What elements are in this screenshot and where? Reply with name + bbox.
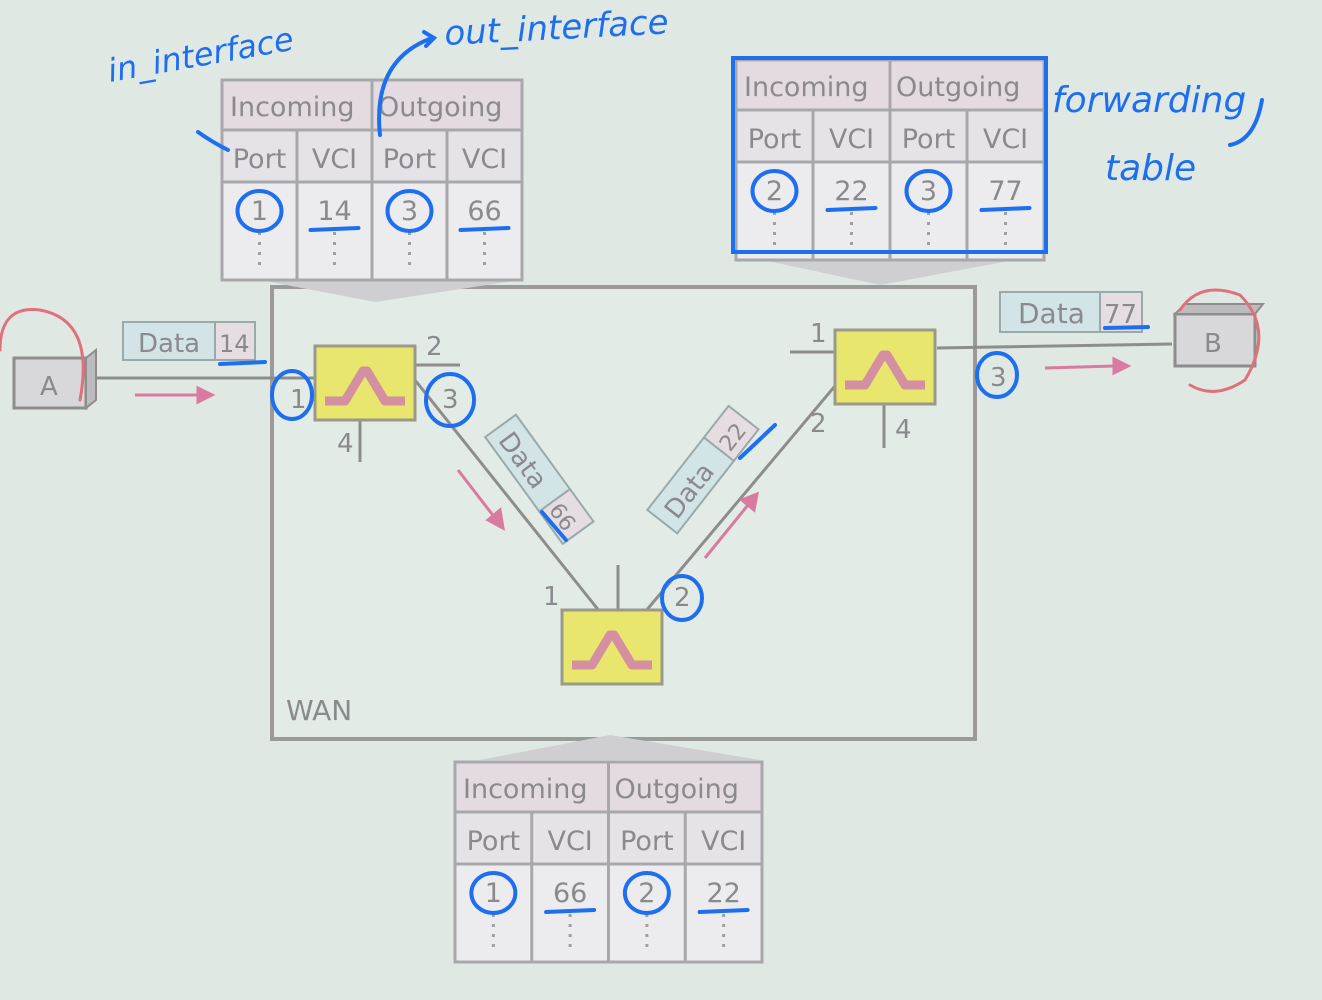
host-b: B — [1172, 303, 1266, 368]
arrow-s1-to-s3 — [456, 469, 497, 519]
s1-port-4: 4 — [337, 429, 354, 459]
switch-1 — [313, 344, 417, 422]
annotation-forwarding-table: forwarding table — [1052, 80, 1258, 189]
switch-3 — [560, 608, 664, 686]
frame-66: Data 66 — [483, 413, 595, 546]
forwarding-table-highlight — [731, 56, 1048, 254]
table-pointer-3 — [480, 735, 760, 760]
table-pointer-1 — [260, 280, 520, 302]
s3-port-2: 2 — [674, 583, 691, 613]
table-cell: 14 — [317, 196, 351, 227]
host-b-label: B — [1204, 329, 1222, 359]
column-header: Port — [748, 124, 802, 155]
incoming-header: Incoming — [230, 92, 355, 123]
outgoing-header: Outgoing — [378, 92, 502, 123]
s1-port-2: 2 — [426, 332, 443, 362]
table-cell: 3 — [920, 176, 937, 207]
column-header: Port — [620, 826, 674, 857]
table-cell: 22 — [706, 878, 740, 909]
table-cell: 3 — [401, 196, 418, 227]
column-header: VCI — [547, 826, 592, 857]
table-pointer-2 — [740, 255, 1040, 285]
s2-port-3: 3 — [990, 363, 1007, 393]
links — [95, 342, 1173, 613]
column-header: VCI — [983, 124, 1028, 155]
column-header: VCI — [462, 144, 507, 175]
table-cell: 1 — [251, 196, 268, 227]
in-interface-pointer — [196, 130, 230, 152]
wan-label: WAN — [286, 694, 352, 727]
arrow-s2-to-b — [1044, 364, 1116, 370]
column-header: Port — [902, 124, 956, 155]
frame-vci: 14 — [219, 330, 250, 358]
table-cell: 2 — [766, 176, 783, 207]
s1-port-3: 3 — [442, 385, 459, 415]
table-cell: 2 — [638, 878, 655, 909]
s2-port-2: 2 — [810, 409, 827, 439]
s1-port-1: 1 — [290, 385, 307, 415]
switch-icon — [572, 630, 652, 670]
outgoing-header: Outgoing — [615, 774, 739, 805]
switch-icon — [845, 350, 925, 390]
table-cell: 66 — [553, 878, 587, 909]
host-b-circle — [1178, 288, 1261, 393]
frame-77: Data 77 — [999, 291, 1143, 333]
host-a-circle — [0, 308, 85, 402]
out-interface-pointer — [377, 30, 438, 137]
s2-port-4: 4 — [895, 415, 912, 445]
switch-2 — [833, 328, 937, 406]
table-cell: 77 — [988, 176, 1022, 207]
host-a: A — [12, 347, 97, 411]
incoming-header: Incoming — [744, 72, 869, 103]
frame-vci: 77 — [1104, 300, 1137, 330]
outgoing-header: Outgoing — [896, 72, 1020, 103]
incoming-header: Incoming — [463, 774, 588, 805]
frame-data-label: Data — [1018, 297, 1085, 330]
frame-14: Data 14 — [122, 321, 256, 361]
direction-arrows — [135, 356, 1132, 559]
s2-port-1: 1 — [810, 319, 827, 349]
table-cell: 1 — [485, 878, 502, 909]
arrow-s3-to-s2 — [703, 504, 750, 559]
s3-port-1: 1 — [543, 582, 560, 612]
column-header: Port — [467, 826, 521, 857]
host-a-label: A — [40, 372, 58, 402]
annotation-out-interface: out_interface — [443, 2, 669, 54]
column-header: VCI — [312, 144, 357, 175]
column-header: Port — [233, 144, 287, 175]
table-cell: 66 — [467, 196, 501, 227]
table-cell: 22 — [834, 176, 868, 207]
frame-data-label: Data — [138, 329, 200, 359]
column-header: Port — [383, 144, 437, 175]
column-header: VCI — [829, 124, 874, 155]
switch-icon — [325, 366, 405, 406]
column-header: VCI — [701, 826, 746, 857]
